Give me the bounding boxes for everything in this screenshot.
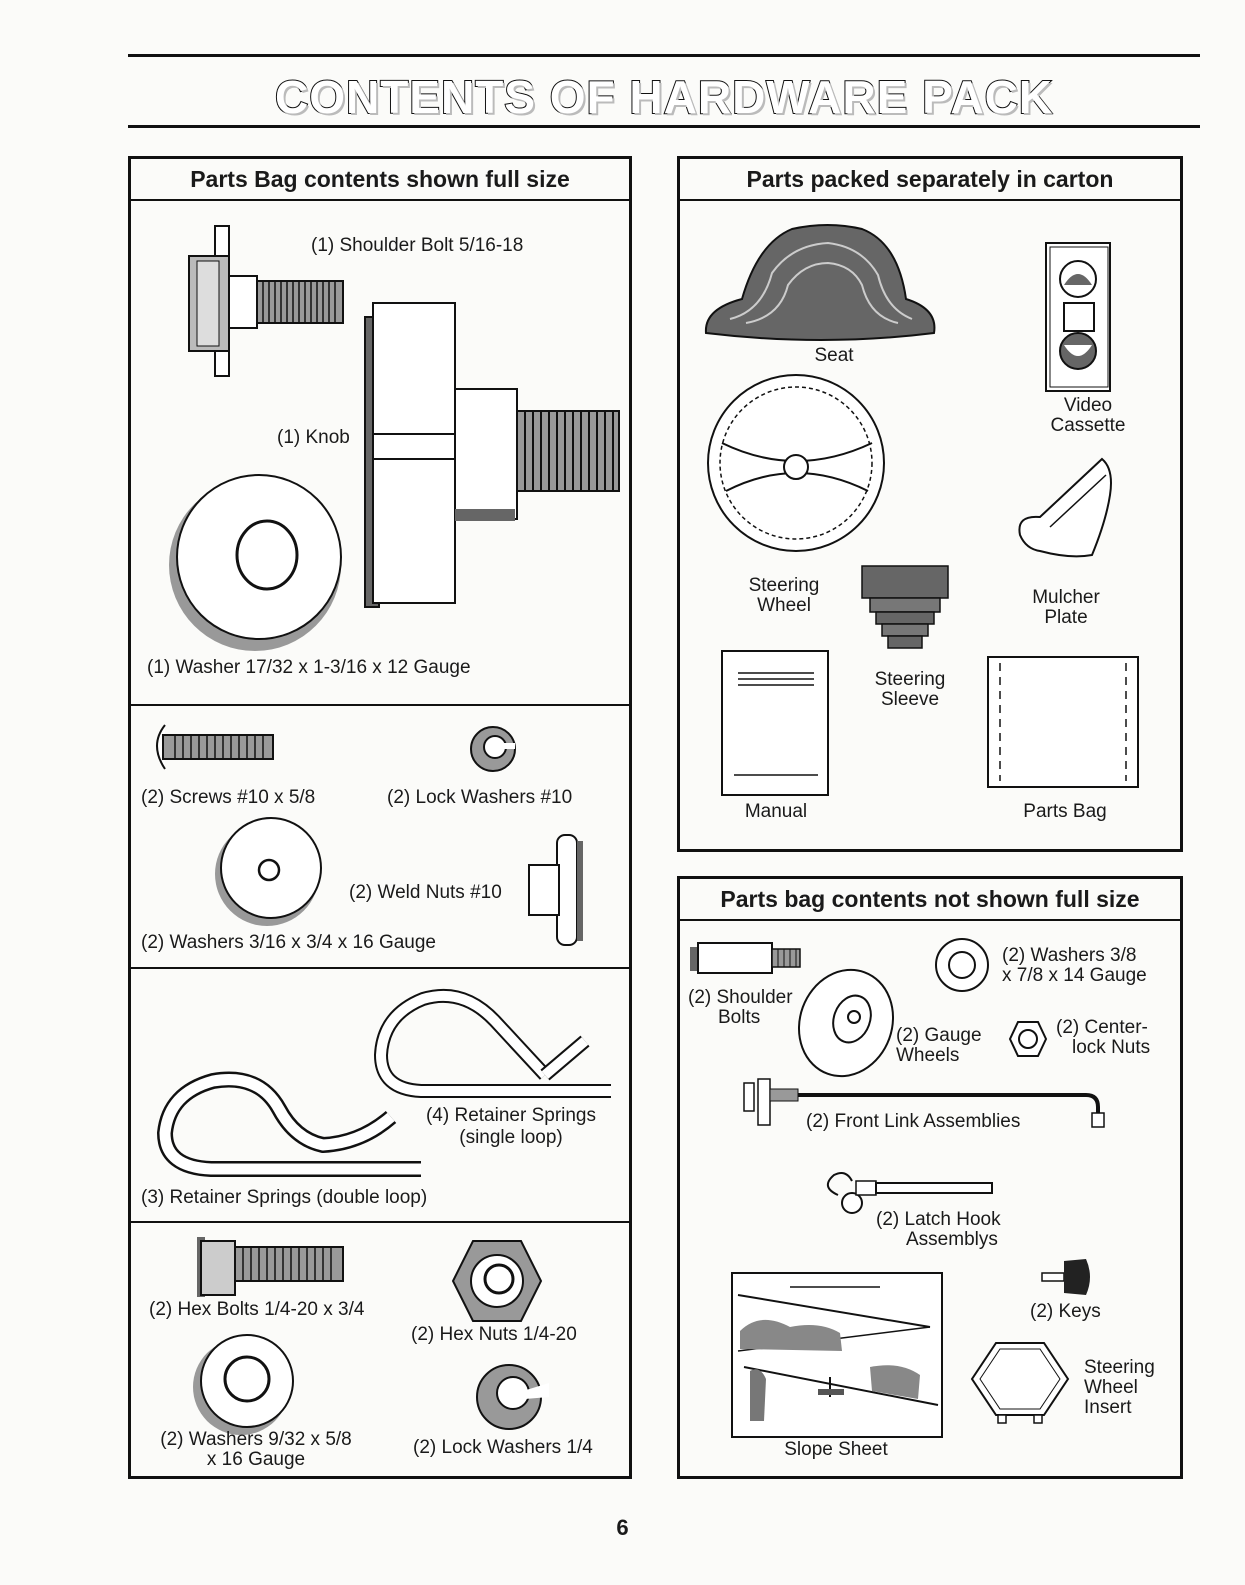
retainer-spring-single-loop-icon bbox=[373, 988, 611, 1098]
latch-hook-label-1: (2) Latch Hook bbox=[876, 1209, 1001, 1230]
section-divider bbox=[131, 1221, 629, 1223]
page-title: CONTENTS OF HARDWARE PACK bbox=[274, 70, 1054, 124]
seat-label: Seat bbox=[814, 345, 854, 366]
latch-hook-label-2: Assemblys bbox=[906, 1229, 998, 1250]
centerlock-label-2: lock Nuts bbox=[1072, 1037, 1151, 1058]
video-label-1: Video bbox=[1063, 395, 1113, 416]
steering-wheel-icon bbox=[707, 374, 885, 552]
weld-nuts-label: (2) Weld Nuts #10 bbox=[349, 882, 502, 903]
shoulder-bolts-label-2: Bolts bbox=[718, 1007, 761, 1028]
title-bottom-rule bbox=[128, 125, 1200, 128]
retainer-spring-double-loop-icon bbox=[156, 1071, 421, 1177]
washers-9-32-label-1: (2) Washers 9/32 x 5/8 bbox=[160, 1429, 352, 1450]
mulcher-plate-icon bbox=[1018, 457, 1112, 558]
mulcher-label-2: Plate bbox=[1044, 607, 1088, 628]
lock-washers-10-label: (2) Lock Washers #10 bbox=[387, 787, 573, 808]
knob-label: (1) Knob bbox=[277, 427, 350, 448]
lock-washer-10-icon bbox=[470, 726, 516, 772]
washers-3-8-label-2: x 7/8 x 14 Gauge bbox=[1002, 965, 1147, 986]
hex-bolts-label: (2) Hex Bolts 1/4-20 x 3/4 bbox=[149, 1299, 365, 1320]
steering-wheel-label-2: Wheel bbox=[757, 595, 811, 616]
washer-3-8-icon bbox=[935, 938, 989, 992]
washers-3-16-label: (2) Washers 3/16 x 3/4 x 16 Gauge bbox=[141, 932, 437, 953]
steering-wheel-insert-label-3: Insert bbox=[1084, 1397, 1132, 1418]
centerlock-label-1: (2) Center- bbox=[1056, 1017, 1148, 1038]
steering-wheel-label-1: Steering bbox=[748, 575, 820, 596]
parts-bag-icon bbox=[987, 656, 1139, 788]
hex-bolt-icon bbox=[197, 1237, 344, 1297]
washers-3-8-label-1: (2) Washers 3/8 bbox=[1002, 945, 1137, 966]
retainer-single-loop-label-2: (single loop) bbox=[459, 1127, 563, 1148]
hex-nuts-label: (2) Hex Nuts 1/4-20 bbox=[411, 1324, 577, 1345]
slope-sheet-icon bbox=[731, 1272, 943, 1438]
seat-icon bbox=[704, 224, 936, 341]
slope-sheet-label: Slope Sheet bbox=[784, 1439, 888, 1460]
parts-bag-label: Parts Bag bbox=[1023, 801, 1107, 822]
gauge-wheels-label-2: Wheels bbox=[896, 1045, 960, 1066]
lock-washers-1-4-label: (2) Lock Washers 1/4 bbox=[413, 1437, 593, 1458]
video-label-2: Cassette bbox=[1050, 415, 1126, 436]
panel-header: Parts Bag contents shown full size bbox=[131, 159, 629, 201]
panel-header: Parts bag contents not shown full size bbox=[680, 879, 1180, 921]
page-number: 6 bbox=[616, 1515, 629, 1540]
screws-label: (2) Screws #10 x 5/8 bbox=[141, 787, 316, 808]
carton-parts-panel: Parts packed separately in carton Seat V… bbox=[677, 156, 1183, 852]
steering-sleeve-label-1: Steering bbox=[874, 669, 946, 690]
washer-small-icon bbox=[215, 817, 322, 926]
steering-wheel-insert-label-2: Wheel bbox=[1084, 1377, 1138, 1398]
centerlock-nut-icon bbox=[1008, 1021, 1048, 1057]
front-link-assembly-icon bbox=[743, 1078, 1105, 1128]
gauge-wheels-label-1: (2) Gauge bbox=[896, 1025, 982, 1046]
section-divider bbox=[131, 967, 629, 969]
steering-wheel-insert-label-1: Steering bbox=[1084, 1357, 1155, 1378]
gauge-wheel-icon bbox=[797, 968, 895, 1078]
weld-nut-icon bbox=[528, 834, 583, 946]
retainer-single-loop-label-1: (4) Retainer Springs bbox=[425, 1105, 597, 1126]
panel-header: Parts packed separately in carton bbox=[680, 159, 1180, 201]
front-link-label: (2) Front Link Assemblies bbox=[806, 1111, 1021, 1132]
steering-sleeve-label-2: Sleeve bbox=[880, 689, 940, 710]
retainer-double-loop-label: (3) Retainer Springs (double loop) bbox=[141, 1187, 428, 1208]
steering-sleeve-icon bbox=[861, 565, 949, 649]
latch-hook-assembly-icon bbox=[827, 1172, 993, 1214]
shoulder-bolt-small-icon bbox=[690, 942, 801, 974]
washer-9-32-icon bbox=[193, 1334, 294, 1435]
shoulder-bolt-label: (1) Shoulder Bolt 5/16-18 bbox=[311, 235, 524, 256]
manual-label: Manual bbox=[744, 801, 808, 822]
shoulder-bolt-icon bbox=[188, 225, 344, 377]
screw-icon bbox=[156, 724, 274, 770]
video-cassette-icon bbox=[1045, 242, 1111, 392]
section-divider bbox=[131, 704, 629, 706]
washer-large-label: (1) Washer 17/32 x 1-3/16 x 12 Gauge bbox=[147, 657, 471, 678]
knob-icon bbox=[364, 302, 620, 608]
lock-washer-1-4-icon bbox=[476, 1364, 549, 1430]
mulcher-label-1: Mulcher bbox=[1032, 587, 1100, 608]
washer-large-icon bbox=[169, 474, 342, 651]
shoulder-bolts-label-1: (2) Shoulder bbox=[688, 987, 793, 1008]
title-top-rule bbox=[128, 54, 1200, 57]
steering-wheel-insert-icon bbox=[970, 1342, 1070, 1424]
hex-nut-icon bbox=[451, 1240, 543, 1322]
manual-icon bbox=[721, 650, 829, 796]
parts-bag-full-size-panel: Parts Bag contents shown full size (1) S… bbox=[128, 156, 632, 1479]
parts-bag-not-full-size-panel: Parts bag contents not shown full size (… bbox=[677, 876, 1183, 1479]
keys-label: (2) Keys bbox=[1030, 1301, 1101, 1322]
key-icon bbox=[1041, 1259, 1090, 1295]
washers-9-32-label-2: x 16 Gauge bbox=[206, 1449, 306, 1470]
